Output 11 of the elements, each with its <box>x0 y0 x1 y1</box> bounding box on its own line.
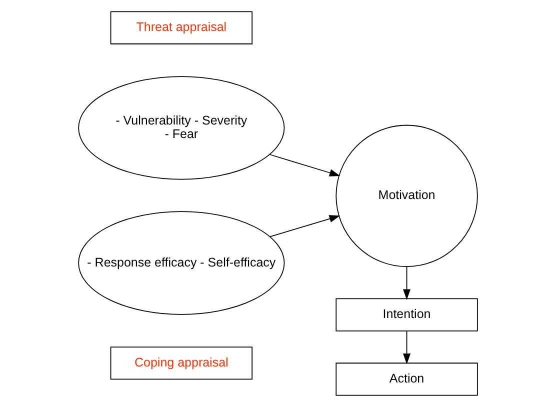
arrow <box>402 266 410 300</box>
arrow <box>268 154 340 176</box>
node-ellipse: - Response efficacy - Self-efficacy <box>78 211 284 315</box>
node-box: Coping appraisal <box>110 346 252 380</box>
arrow <box>269 215 340 238</box>
node-box: Threat appraisal <box>110 11 252 44</box>
node-ellipse: - Vulnerability - Severity - Fear <box>78 76 284 180</box>
node-box: Intention <box>335 298 478 332</box>
arrow <box>402 330 410 364</box>
node-box: Action <box>335 362 478 396</box>
node-circle: Motivation <box>335 124 478 267</box>
